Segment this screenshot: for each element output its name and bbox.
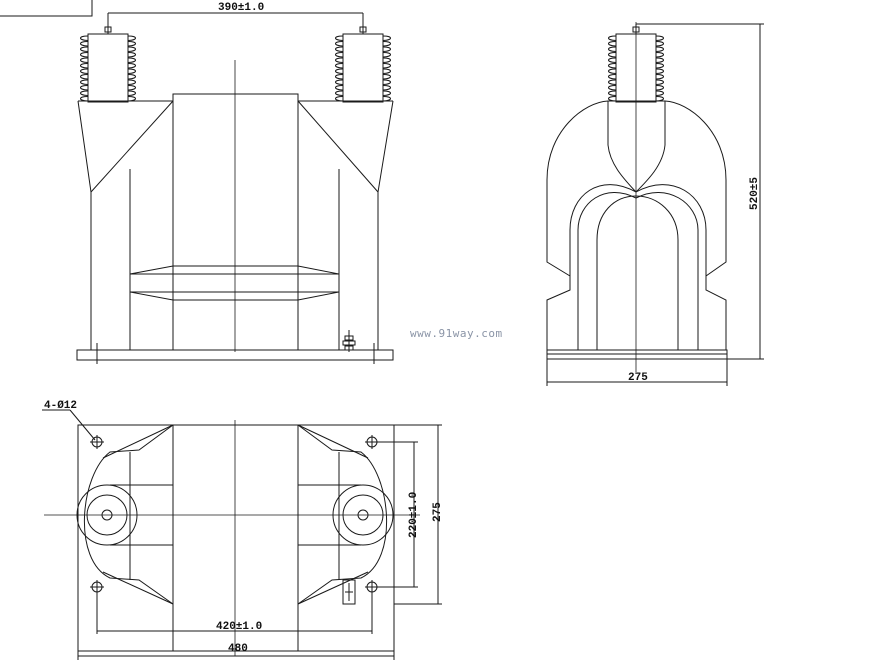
side-view: 520±5 275 — [546, 22, 764, 386]
top-base-plate — [77, 424, 395, 652]
hole-spacing-y-label: 220±1.0 — [408, 492, 420, 538]
hole-spacing-x-label: 420±1.0 — [216, 621, 262, 633]
front-view: 390±1.0 — [0, 0, 394, 364]
side-bushing — [608, 24, 664, 103]
ground-terminal-icon — [342, 330, 356, 352]
front-core — [172, 93, 299, 351]
holes-label: 4-Ø12 — [44, 400, 77, 412]
mounting-hole-icon — [90, 435, 104, 449]
mounting-hole-icon — [90, 580, 104, 594]
side-width-label: 275 — [628, 372, 648, 384]
front-right-bushing — [335, 24, 391, 103]
top-view: 4-Ø12 220±1.0 275 420±1.0 480 — [42, 400, 444, 660]
top-height-label: 275 — [432, 502, 444, 522]
top-width-label: 480 — [228, 643, 248, 655]
front-spacing-label: 390±1.0 — [218, 2, 264, 14]
watermark-text: www.91way.com — [410, 327, 503, 340]
ground-symbol-icon — [342, 579, 356, 605]
side-height-label: 520±5 — [749, 177, 761, 210]
front-left-bushing — [80, 24, 136, 103]
